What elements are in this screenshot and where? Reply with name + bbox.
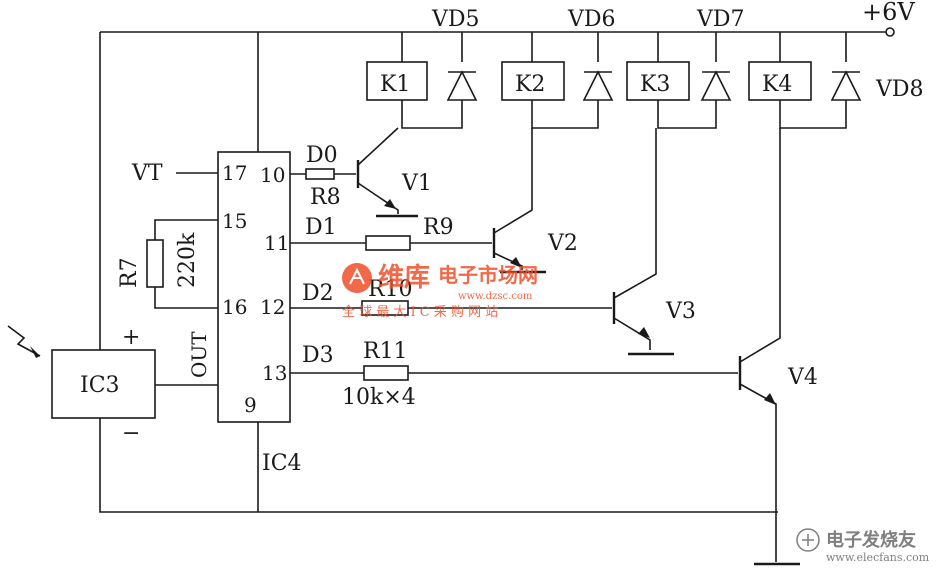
r7-name: R7: [117, 257, 142, 288]
diode-vd6-label: VD6: [567, 7, 616, 32]
relay-k2-label: K2: [515, 72, 545, 97]
transistor-v1: [356, 127, 418, 218]
relay-k3: [626, 61, 690, 101]
relay-k1-group: K1 VD5: [366, 7, 480, 129]
ic3-label: IC3: [80, 373, 120, 398]
resistor-r8: [305, 168, 335, 180]
resistor-r11-label: R11: [363, 339, 408, 364]
power-rail: +6V: [99, 0, 915, 513]
ic3: IC3 + − OUT: [7, 325, 218, 446]
relay-k4: [748, 61, 812, 101]
ic4: IC4 VT 17 10 15 11 16 12 13 9: [131, 151, 302, 512]
resistor-r7: [146, 239, 164, 288]
relay-k4-group: K4 VD8: [748, 32, 924, 129]
ic4-pin17: 17: [222, 161, 247, 185]
signal-arrow-icon: [7, 325, 41, 357]
diode-vd8: [830, 70, 862, 101]
transistor-v3-label: V3: [665, 299, 696, 324]
diode-vd6: [582, 70, 614, 101]
diode-vd5-label: VD5: [431, 7, 480, 32]
ic4-pin11: 11: [264, 231, 289, 255]
r7-value: 220k: [175, 232, 200, 288]
dzsc-url: www.dzsc.com: [458, 291, 533, 302]
transistor-v1-label: V1: [401, 171, 432, 196]
elecfans-logo-icon: [796, 528, 820, 552]
diode-vd7-label: VD7: [696, 7, 745, 32]
relay-k1-label: K1: [380, 72, 410, 97]
relay-k2-group: K2 VD6: [501, 7, 616, 129]
channel-d2: D2 R10 V3: [290, 128, 696, 356]
dzsc-watermark: 维库 电子市场网 www.dzsc.com 全 球 最 大 I C 采 购 网 …: [342, 262, 538, 320]
elecfans-cn: 电子发烧友: [826, 529, 916, 551]
resistor-r8-label: R8: [310, 185, 341, 210]
resistor-r10: [361, 300, 409, 316]
ic3-plus: +: [122, 325, 140, 350]
ic3-minus: −: [122, 421, 140, 446]
diode-vd8-label: VD8: [875, 77, 924, 102]
relay-k3-label: K3: [640, 72, 670, 97]
elecfans-url: www.elecfans.com: [826, 551, 930, 564]
dzsc-brand: 维库: [378, 262, 430, 293]
ic4-pin10: 10: [260, 163, 285, 187]
diode-vd7: [700, 70, 732, 101]
channel-d0: D0 R8 V1: [290, 127, 432, 218]
output-d0-label: D0: [306, 143, 338, 168]
output-d3-label: D3: [302, 343, 334, 368]
ic3-out-label: OUT: [187, 331, 211, 378]
ic4-pin15: 15: [222, 209, 247, 233]
resistor-r9-label: R9: [423, 215, 454, 240]
dzsc-cn: 电子市场网: [438, 263, 538, 287]
resistor-r10-label: R10: [368, 277, 413, 302]
relay-k2: [501, 61, 565, 101]
supply-label: +6V: [862, 0, 915, 26]
ic4-body: [217, 151, 291, 423]
output-d1-label: D1: [305, 215, 337, 240]
transistor-v2-label: V2: [547, 231, 578, 256]
supply-terminal: [885, 27, 895, 37]
relay-k4-label: K4: [762, 72, 792, 97]
ic4-pin16: 16: [222, 295, 247, 319]
transistor-v4-label: V4: [787, 365, 818, 390]
dzsc-sub: 全 球 最 大 I C 采 购 网 站: [342, 304, 498, 320]
vt-label: VT: [131, 161, 163, 186]
transistor-v2: [492, 128, 546, 274]
transistor-v3: [612, 128, 674, 356]
elecfans-watermark: 电子发烧友 www.elecfans.com: [796, 528, 930, 564]
ic4-pin13: 13: [262, 361, 287, 385]
transistor-v4: [738, 128, 800, 566]
channel-d3: D3 R11 10k×4 V4: [290, 128, 818, 566]
relay-k3-group: K3 VD7: [626, 7, 745, 129]
channel-d1: D1 R9 V2: [290, 128, 578, 274]
resistor-value-label: 10k×4: [342, 385, 416, 410]
resistor-r7-group: R7 220k: [117, 219, 218, 309]
relay-k1: [366, 61, 428, 101]
resistor-r11: [363, 365, 409, 381]
ic4-pin9: 9: [244, 393, 257, 417]
resistor-r9: [365, 235, 411, 251]
output-d2-label: D2: [302, 281, 334, 306]
ic3-body: [51, 349, 156, 419]
ic4-pin12: 12: [260, 295, 285, 319]
diode-vd5: [446, 70, 478, 101]
ic4-label: IC4: [262, 451, 302, 476]
